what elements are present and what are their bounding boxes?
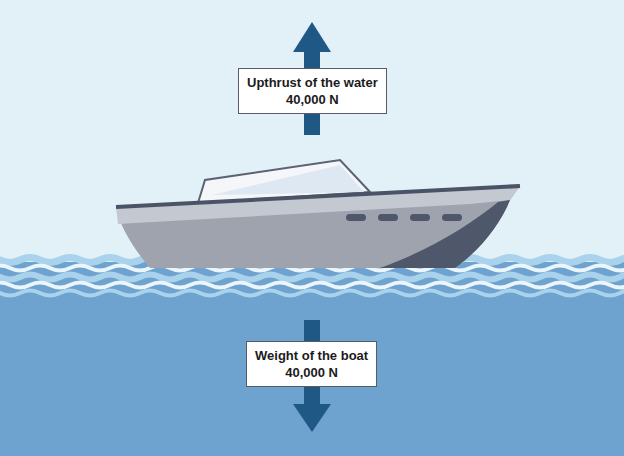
hull-upper — [116, 186, 520, 224]
weight-head — [293, 404, 331, 432]
portholes — [346, 214, 462, 221]
wave-line — [0, 275, 624, 280]
force-value: 40,000 N — [255, 364, 368, 381]
hull — [116, 186, 520, 268]
windshield — [212, 165, 364, 195]
force-name: Upthrust of the water — [247, 74, 378, 91]
upthrust-label: Upthrust of the water40,000 N — [238, 68, 387, 114]
weight-label: Weight of the boat40,000 N — [246, 341, 377, 387]
upthrust-head — [293, 22, 331, 52]
deck-line — [116, 186, 520, 207]
wave-line — [0, 291, 624, 296]
bow — [380, 200, 510, 268]
wave-line — [0, 283, 624, 288]
force-name: Weight of the boat — [255, 347, 368, 364]
boat — [116, 160, 520, 268]
force-value: 40,000 N — [247, 91, 378, 108]
